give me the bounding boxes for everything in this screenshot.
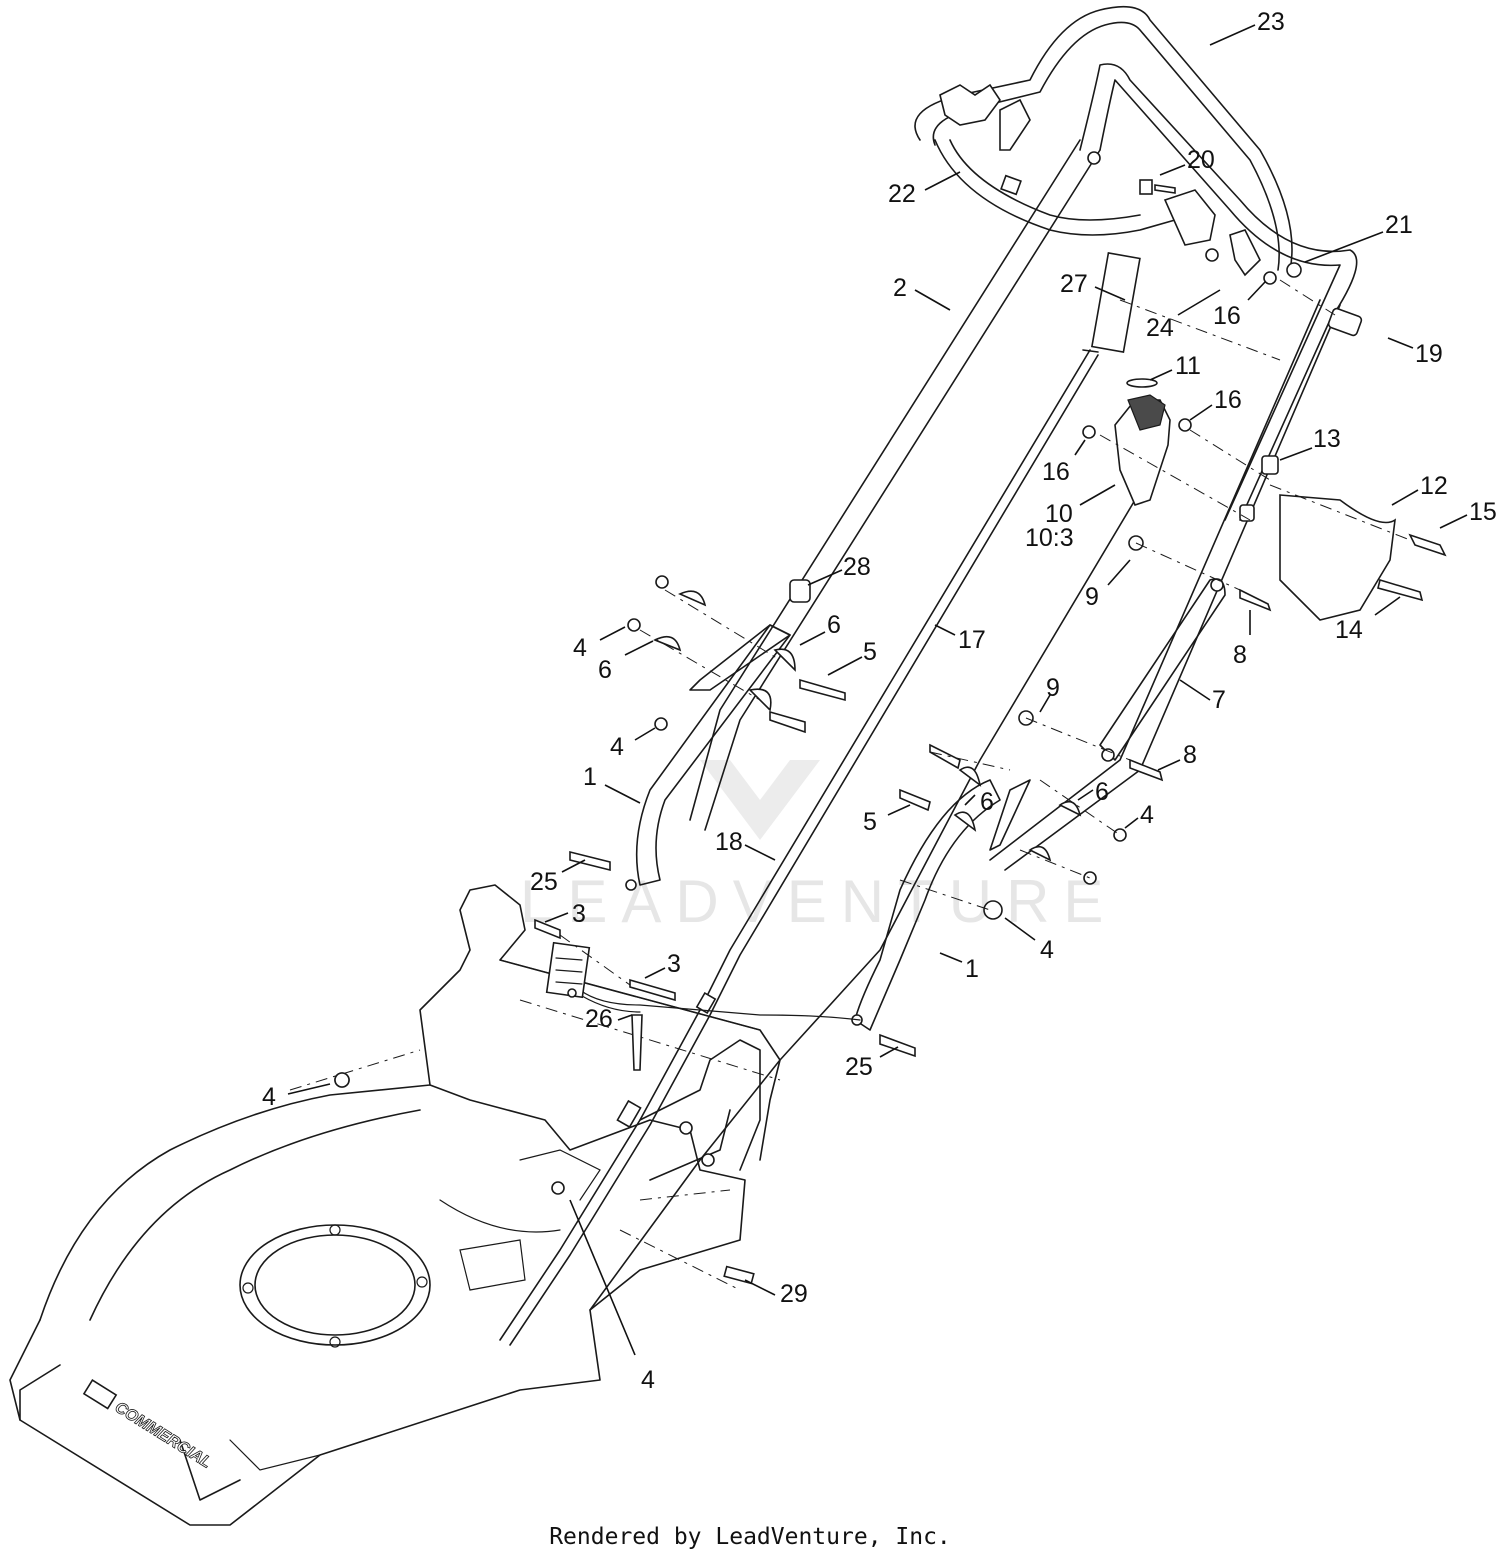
svg-text:LEADVENTURE: LEADVENTURE xyxy=(520,868,1117,935)
callout-25b: 25 xyxy=(845,1053,873,1081)
svg-text:COMMERCIAL: COMMERCIAL xyxy=(112,1399,214,1472)
callout-3a: 3 xyxy=(572,900,586,928)
callout-8b: 8 xyxy=(1183,741,1197,769)
callout-3b: 3 xyxy=(667,950,681,978)
callout-12: 12 xyxy=(1420,472,1448,500)
control-housing xyxy=(1114,378,1171,506)
callout-4b: 4 xyxy=(610,733,624,761)
callout-20: 20 xyxy=(1187,146,1215,174)
callout-6c: 6 xyxy=(980,788,994,816)
callout-21: 21 xyxy=(1385,211,1413,239)
hardware xyxy=(334,179,1447,1285)
mower-deck: COMMERCIAL xyxy=(9,884,781,1526)
callout-8a: 8 xyxy=(1233,641,1247,669)
callout-16a: 16 xyxy=(1213,302,1241,330)
handle-brackets xyxy=(939,83,1261,277)
callout-4f: 4 xyxy=(641,1366,655,1394)
callout-18: 18 xyxy=(715,828,743,856)
callout-6b: 6 xyxy=(827,611,841,639)
callout-5a: 5 xyxy=(863,638,877,666)
callout-4a: 4 xyxy=(573,634,587,662)
callout-6d: 6 xyxy=(1095,778,1109,806)
callout-17: 17 xyxy=(958,626,986,654)
callout-27: 27 xyxy=(1060,270,1088,298)
callout-14: 14 xyxy=(1335,616,1363,644)
callout-25a: 25 xyxy=(530,868,558,896)
deck-brand-plate: COMMERCIAL xyxy=(82,1379,215,1472)
watermark: LEADVENTURE xyxy=(520,760,1117,935)
grip-27 xyxy=(1090,252,1141,353)
handle-rails xyxy=(689,139,1341,871)
bracket-12 xyxy=(1279,494,1397,621)
control-cables xyxy=(499,349,1136,1346)
callout-26: 26 xyxy=(585,1005,613,1033)
callout-19: 19 xyxy=(1415,340,1443,368)
callout-22: 22 xyxy=(888,180,916,208)
callout-1b: 1 xyxy=(965,955,979,983)
callout-13: 13 xyxy=(1313,425,1341,453)
callout-16c: 16 xyxy=(1042,458,1070,486)
callout-7: 7 xyxy=(1212,686,1226,714)
link-7 xyxy=(1099,578,1226,762)
callout-9b: 9 xyxy=(1046,674,1060,702)
callout-11: 11 xyxy=(1175,352,1201,380)
callout-1a: 1 xyxy=(583,763,597,791)
callout-10: 10 xyxy=(1045,500,1073,528)
callout-16b: 16 xyxy=(1214,386,1242,414)
callout-4e: 4 xyxy=(262,1083,276,1111)
callout-28: 28 xyxy=(843,553,871,581)
callout-15: 15 xyxy=(1469,498,1497,526)
callout-29: 29 xyxy=(780,1280,808,1308)
callout-9a: 9 xyxy=(1085,583,1099,611)
callout-5b: 5 xyxy=(863,808,877,836)
callouts: 23 22 20 21 2 27 24 16 19 11 16 16 13 10… xyxy=(262,8,1497,1394)
callout-24: 24 xyxy=(1146,314,1174,342)
callout-6a: 6 xyxy=(598,656,612,684)
safety-switch xyxy=(545,941,591,999)
callout-2: 2 xyxy=(893,274,907,302)
lower-handle-arms xyxy=(625,624,1031,1031)
callout-23: 23 xyxy=(1257,8,1285,36)
callout-4c: 4 xyxy=(1140,801,1154,829)
render-credit: Rendered by LeadVenture, Inc. xyxy=(549,1524,951,1550)
callout-10-3: 10:3 xyxy=(1025,524,1074,552)
callout-4d: 4 xyxy=(1040,936,1054,964)
